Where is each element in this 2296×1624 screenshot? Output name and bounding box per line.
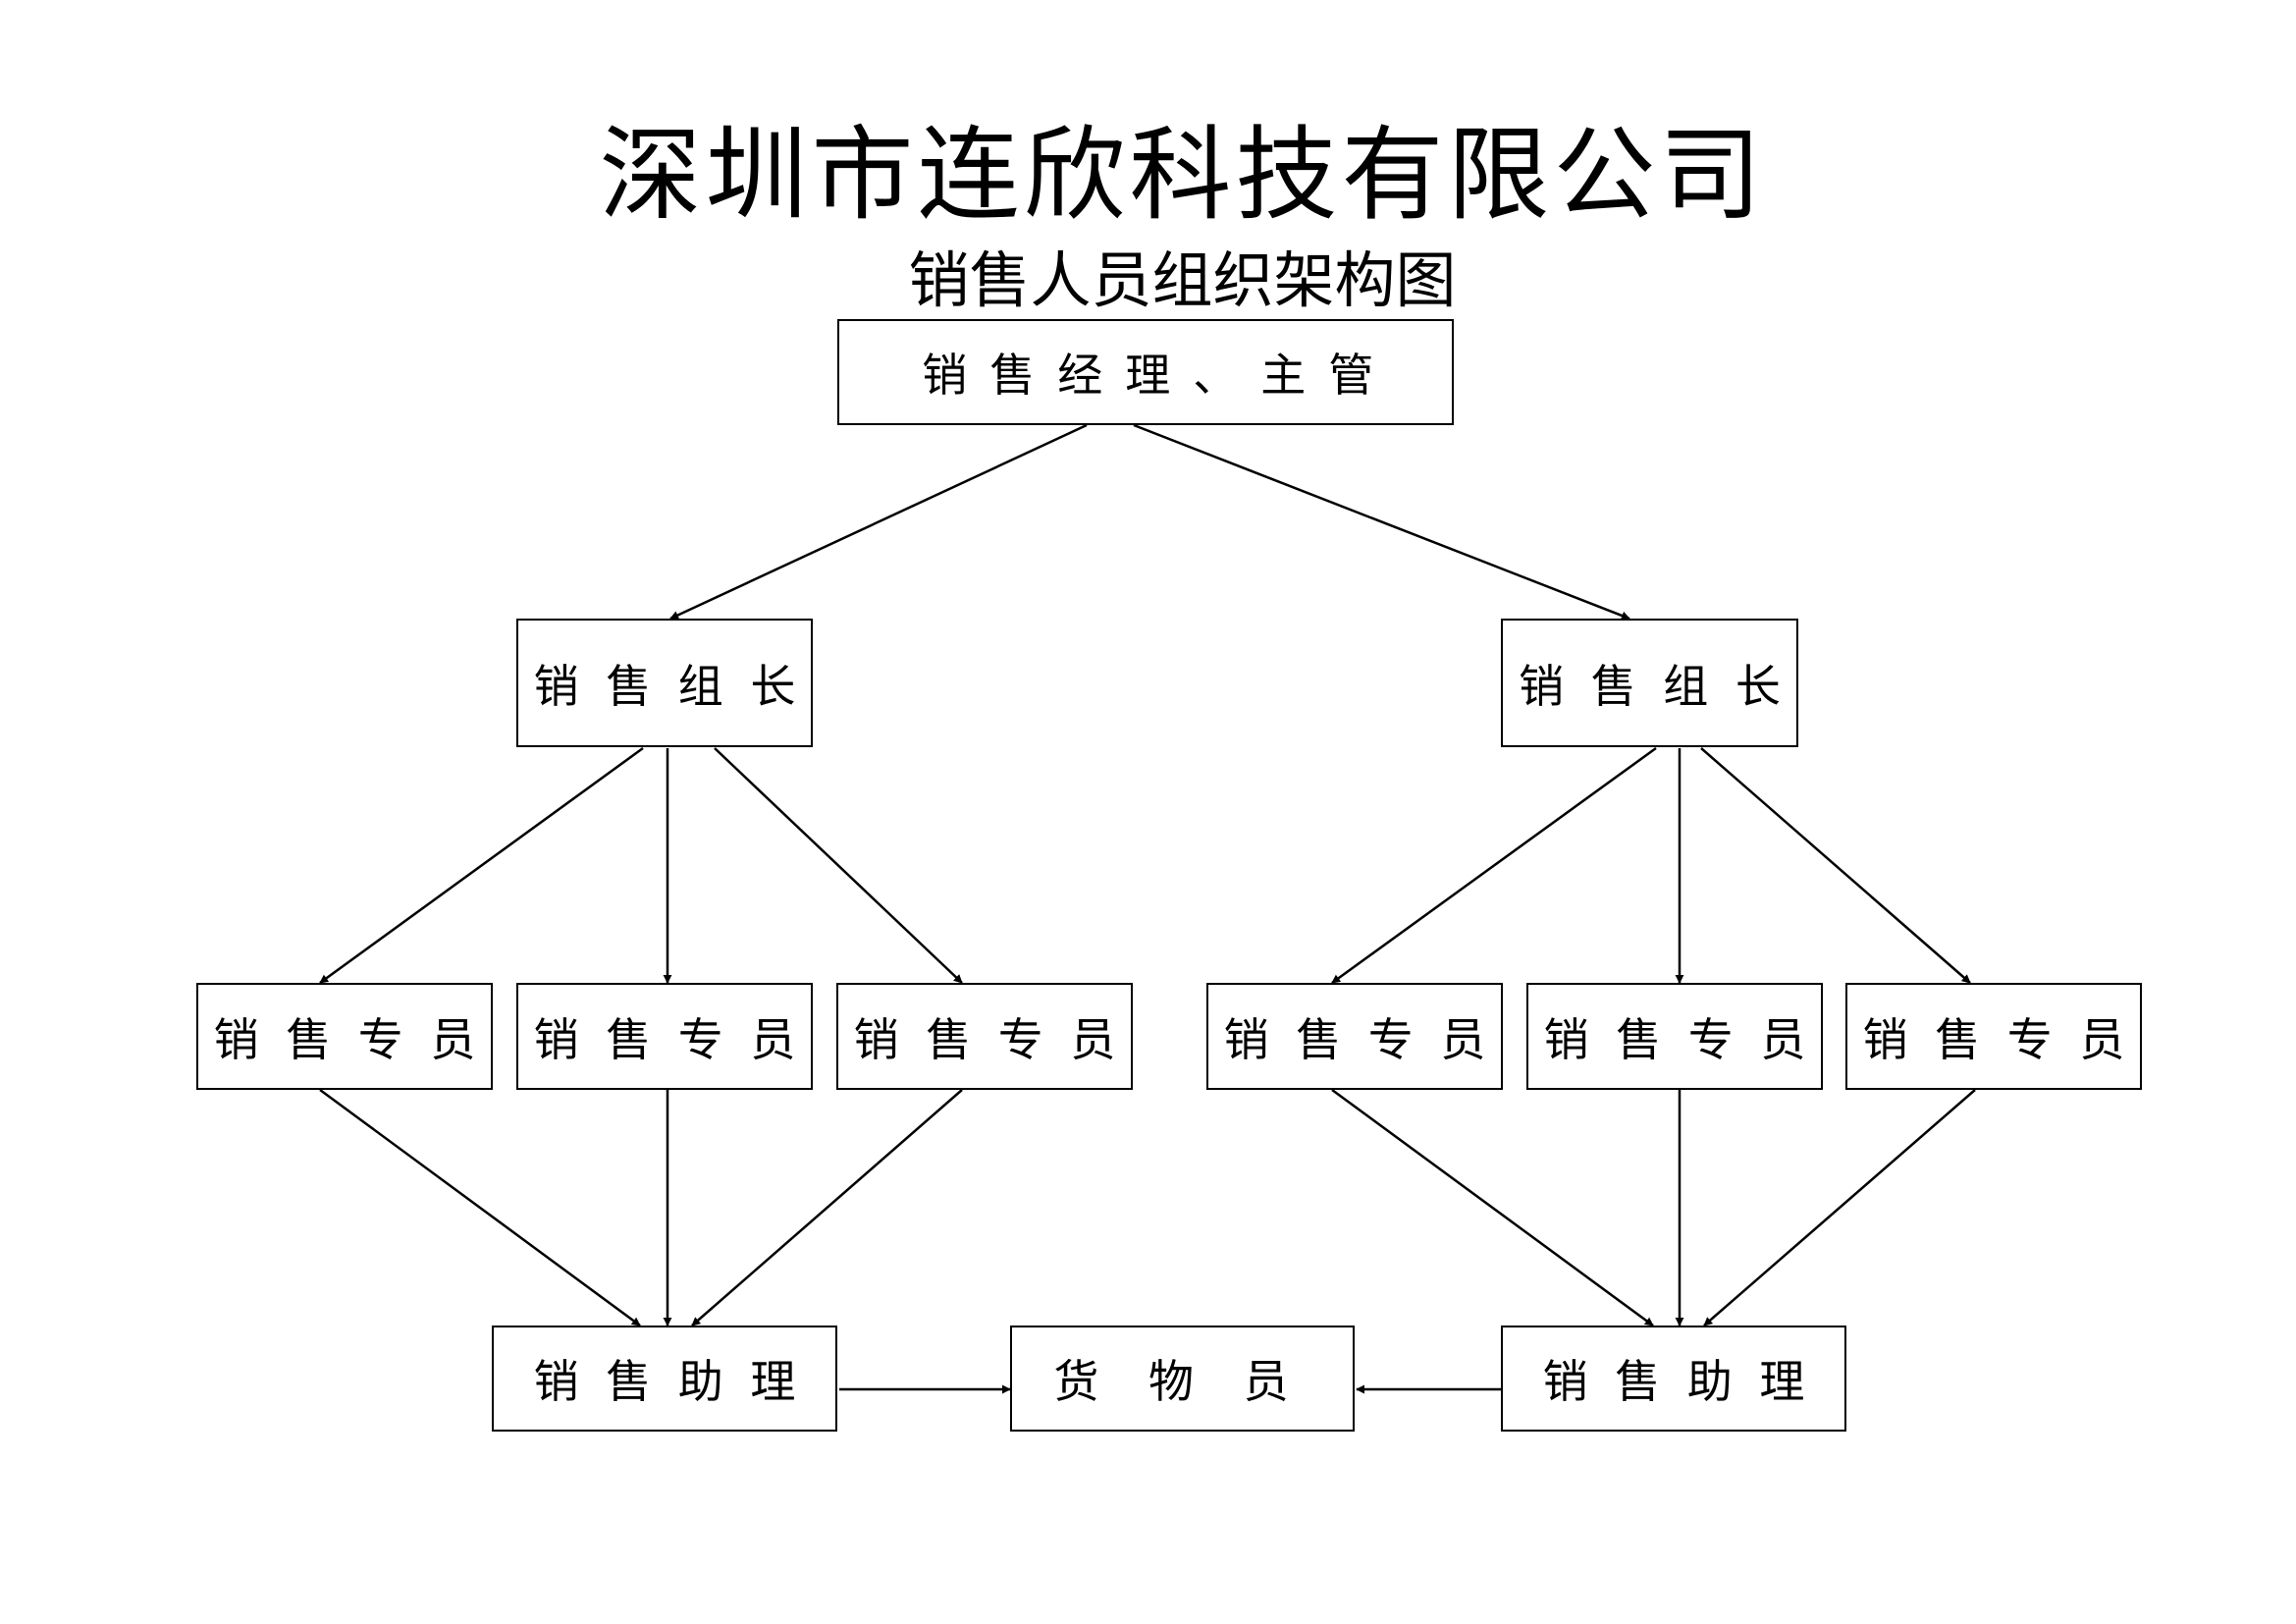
- edge-specialist-4-to-assistant-right: [1331, 1088, 1654, 1327]
- page-title: 深圳市连欣科技有限公司: [599, 115, 1766, 235]
- node-sales-specialist-5: 销售专员: [1526, 983, 1823, 1090]
- edge-leader-left-to-specialist-1: [319, 746, 644, 985]
- edge-leader-right-to-specialist-6: [1700, 747, 1971, 984]
- node-sales-leader-right: 销售组长: [1501, 619, 1798, 747]
- node-sales-specialist-2: 销售专员: [516, 983, 813, 1090]
- edge-specialist-3-to-assistant-left: [691, 1089, 963, 1326]
- node-sales-assistant-right: 销售助理: [1501, 1326, 1846, 1432]
- edge-specialist-1-to-assistant-left: [319, 1088, 641, 1327]
- node-sales-specialist-4: 销售专员: [1206, 983, 1503, 1090]
- node-sales-assistant-left: 销售助理: [492, 1326, 837, 1432]
- node-sales-specialist-1: 销售专员: [196, 983, 493, 1090]
- edge-leader-left-to-specialist-3: [714, 747, 963, 984]
- edge-specialist-6-to-assistant-right: [1703, 1089, 1976, 1326]
- node-sales-specialist-3: 销售专员: [836, 983, 1133, 1090]
- node-sales-manager: 销售经理、主管: [837, 319, 1454, 425]
- edge-leader-right-to-specialist-4: [1331, 746, 1657, 985]
- edge-manager-to-leader-left: [669, 423, 1088, 621]
- edge-manager-to-leader-right: [1133, 423, 1630, 621]
- node-cargo-clerk: 货物员: [1010, 1326, 1355, 1432]
- node-sales-leader-left: 销售组长: [516, 619, 813, 747]
- page-subtitle: 销售人员组织架构图: [908, 244, 1457, 316]
- node-sales-specialist-6: 销售专员: [1845, 983, 2142, 1090]
